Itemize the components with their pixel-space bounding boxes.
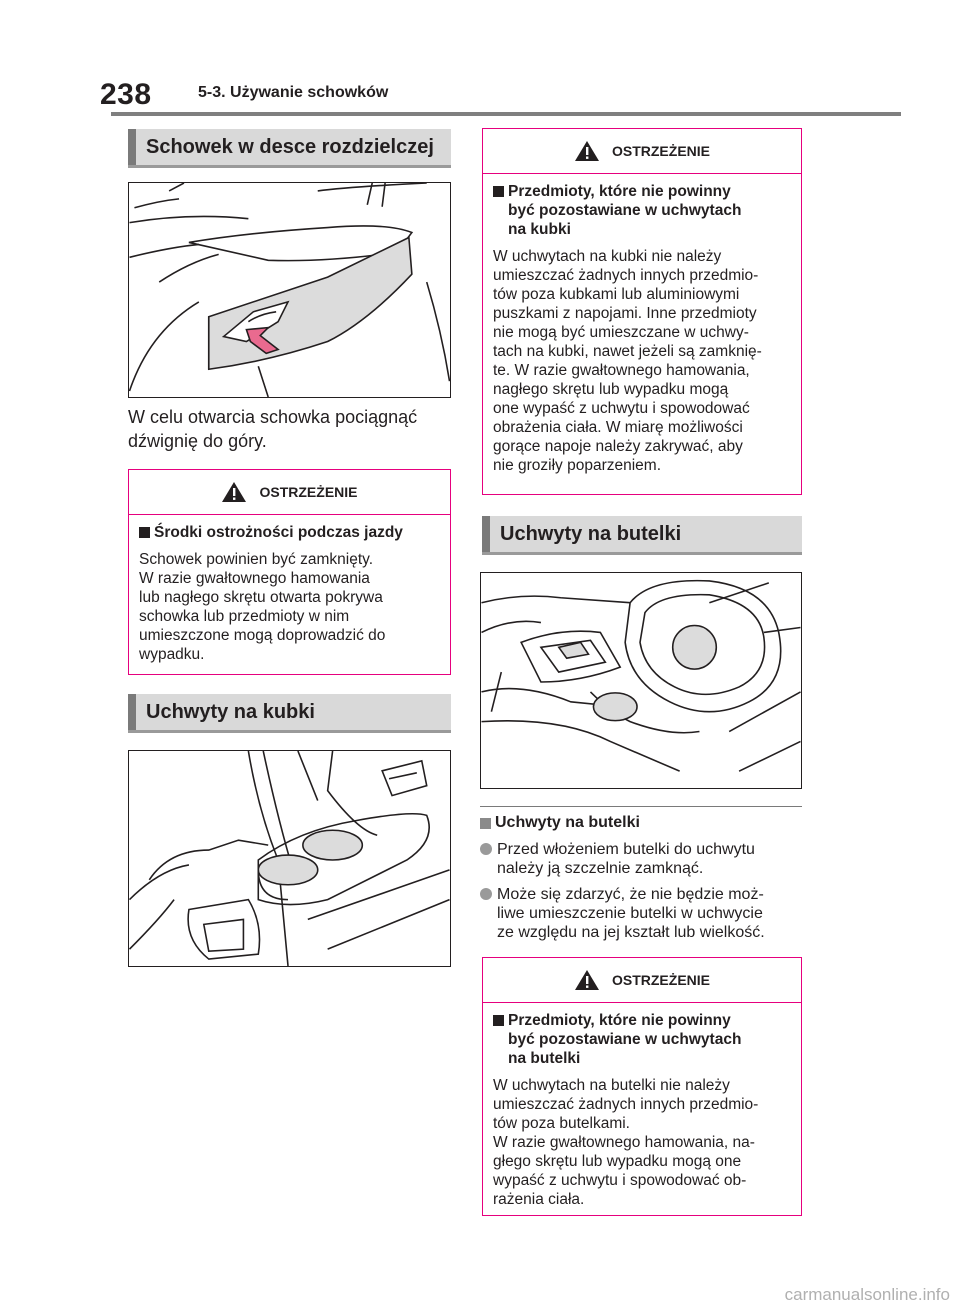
glovebox-illustration <box>128 182 451 398</box>
watermark: carmanualsonline.info <box>784 1285 950 1304</box>
page-number: 238 <box>100 78 152 111</box>
warning-box-bottles: OSTRZEŻENIE Przedmioty, które nie powinn… <box>482 957 802 1216</box>
heading-bottleholders-text: Uchwyty na butelki <box>500 522 682 545</box>
warning-subtitle-text: Przedmioty, które nie powinny być pozost… <box>508 1012 742 1067</box>
square-bullet-icon <box>493 186 504 197</box>
divider <box>480 806 802 807</box>
bottle-bullet: Może się zdarzyć, że nie będzie moż- liw… <box>480 885 810 942</box>
warning-header: OSTRZEŻENIE <box>483 958 801 1003</box>
warning-title: OSTRZEŻENIE <box>259 484 358 500</box>
section-title: 5-3. Używanie schowków <box>198 84 389 101</box>
glovebox-drawing <box>129 183 450 397</box>
bottleholder-illustration <box>480 572 802 789</box>
square-bullet-icon <box>139 527 150 538</box>
warning-title: OSTRZEŻENIE <box>611 972 710 988</box>
heading-glovebox: Schowek w desce rozdzielczej <box>128 129 451 168</box>
bottle-note-title: Uchwyty na butelki <box>480 814 810 832</box>
warning-text: W uchwytach na butelki nie należy umiesz… <box>493 1077 759 1208</box>
glovebox-caption: W celu otwarcia schowka pociągnąć dźwign… <box>128 407 418 451</box>
warning-subtitle: Przedmioty, które nie powinny być pozost… <box>493 182 790 239</box>
warning-text: Schowek powinien być zamknięty. W razie … <box>139 551 386 663</box>
warning-box-glovebox: OSTRZEŻENIE Środki ostrożności podczas j… <box>128 469 451 675</box>
bottle-bullet: Przed włożeniem butelki do uchwytu należ… <box>480 840 810 878</box>
heading-cupholders: Uchwyty na kubki <box>128 694 451 733</box>
warning-text: W uchwytach na kubki nie należy umieszcz… <box>493 248 762 474</box>
cupholder-drawing <box>129 751 450 966</box>
warning-triangle-icon <box>574 970 599 990</box>
heading-bottleholders: Uchwyty na butelki <box>482 516 802 555</box>
heading-cupholders-text: Uchwyty na kubki <box>146 700 315 723</box>
warning-triangle-icon <box>574 141 599 161</box>
round-bullet-icon <box>480 888 492 900</box>
warning-subtitle-text: Środki ostrożności podczas jazdy <box>154 524 403 541</box>
square-bullet-icon <box>480 818 491 829</box>
warning-header: OSTRZEŻENIE <box>483 129 801 174</box>
bottle-note-title-text: Uchwyty na butelki <box>495 814 640 831</box>
warning-header: OSTRZEŻENIE <box>129 470 450 515</box>
warning-box-cups: OSTRZEŻENIE Przedmioty, które nie powinn… <box>482 128 802 495</box>
bottleholder-drawing <box>481 579 801 772</box>
cupholder-illustration <box>128 750 451 967</box>
square-bullet-icon <box>493 1015 504 1026</box>
bottle-bullet-text: Przed włożeniem butelki do uchwytu należ… <box>497 841 755 877</box>
bottle-bullet-text: Może się zdarzyć, że nie będzie moż- liw… <box>497 886 765 941</box>
warning-title: OSTRZEŻENIE <box>611 143 710 159</box>
warning-triangle-icon <box>222 482 247 502</box>
round-bullet-icon <box>480 843 492 855</box>
warning-subtitle: Środki ostrożności podczas jazdy <box>139 523 439 542</box>
header-rule <box>111 112 901 116</box>
warning-subtitle: Przedmioty, które nie powinny być pozost… <box>493 1011 790 1068</box>
heading-glovebox-text: Schowek w desce rozdzielczej <box>146 135 434 158</box>
warning-subtitle-text: Przedmioty, które nie powinny być pozost… <box>508 183 742 238</box>
